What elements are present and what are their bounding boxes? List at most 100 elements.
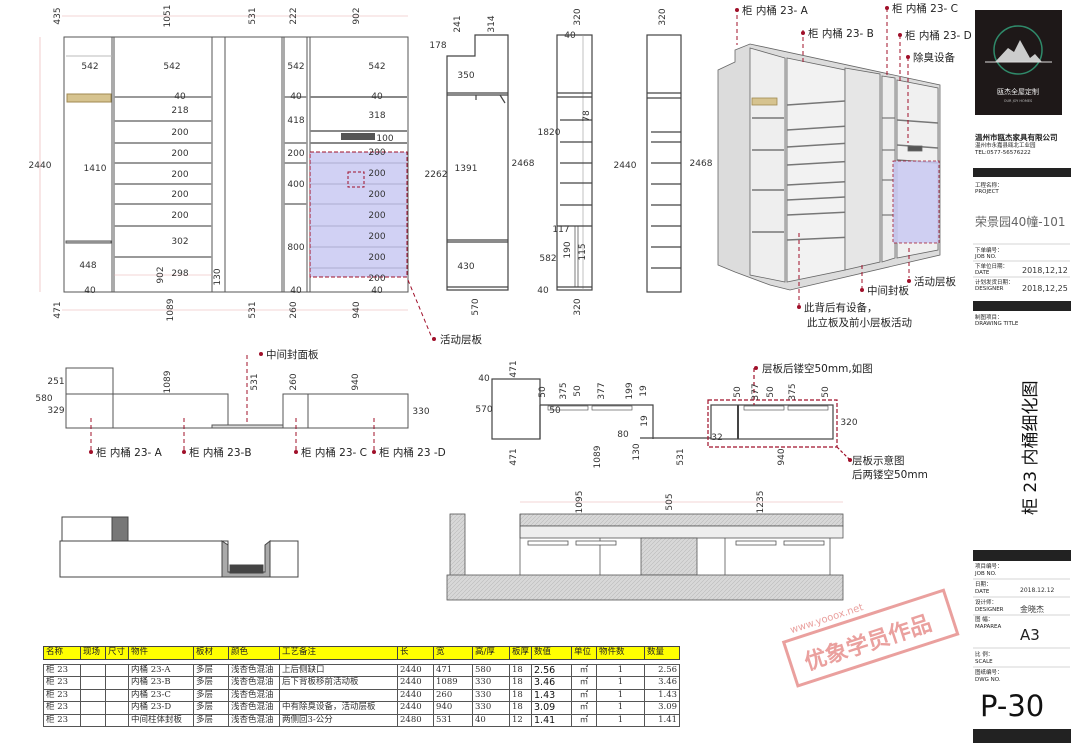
- dimension-label: 582: [539, 254, 556, 264]
- company-address: 温州市永嘉县瓯北工业园: [975, 141, 1036, 149]
- dimension-label: 377: [751, 383, 761, 400]
- svg-text:SCALE: SCALE: [975, 659, 993, 665]
- 3d-callout-label: 柜 内桶 23- C: [892, 2, 958, 15]
- dimension-label: 542: [368, 62, 385, 72]
- callout-dot: [898, 33, 902, 37]
- table-cell: 现场: [80, 646, 106, 660]
- side-elevation-2: [556, 34, 593, 291]
- table-cell: 浅杏色混油: [228, 701, 280, 715]
- table-cell: 多层: [193, 663, 229, 677]
- svg-text:图 幅：: 图 幅：: [975, 615, 993, 623]
- table-cell: ㎡: [571, 701, 598, 715]
- table-cell: 颜色: [228, 646, 280, 660]
- dimension-label: 80: [617, 430, 629, 440]
- svg-text:下单编号：: 下单编号：: [975, 246, 1003, 254]
- dimension-label: 542: [81, 62, 98, 72]
- dimension-label: 100: [376, 134, 393, 144]
- dimension-label: 200: [368, 253, 385, 263]
- dimension-label: 902: [352, 7, 362, 24]
- table-cell: 12: [508, 713, 533, 727]
- dimension-label: 40: [84, 286, 96, 296]
- table-cell: 物件: [128, 646, 194, 660]
- dimension-label: 505: [665, 493, 675, 510]
- table-cell: 3.09: [644, 701, 681, 715]
- table-cell: 柜 23: [43, 688, 81, 702]
- dimension-label: 251: [47, 377, 64, 387]
- callout-dot: [885, 6, 889, 10]
- cabinet-label: 柜 内桶 23-B: [189, 446, 252, 459]
- plan-view-2: [491, 368, 851, 461]
- dimension-label: 940: [352, 301, 362, 318]
- 3d-callouts: 柜 内桶 23- A柜 内桶 23- B柜 内桶 23- C柜 内桶 23- D…: [735, 2, 972, 329]
- dimension-label: 940: [777, 448, 787, 465]
- dimension-label: 318: [368, 111, 385, 121]
- svg-text:项目编号：: 项目编号：: [975, 562, 1003, 570]
- table-cell: [105, 663, 129, 677]
- svg-text:PROJECT: PROJECT: [975, 189, 999, 195]
- shelf-3d: [786, 160, 846, 166]
- table-cell: 580: [472, 663, 510, 677]
- table-cell: [105, 713, 129, 727]
- table-cell: 板厚: [508, 646, 533, 660]
- dimension-label: 1089: [593, 445, 603, 468]
- table-cell: [80, 688, 106, 702]
- dimension-label: 1410: [84, 164, 107, 174]
- table-cell: 2440: [397, 663, 434, 677]
- shelf-lines-b: [114, 96, 212, 276]
- table-cell: 高/厚: [472, 646, 510, 660]
- callout-label: 中间封面板: [266, 348, 319, 361]
- dimension-label: 329: [47, 406, 64, 416]
- dimension-label: 260: [289, 373, 299, 390]
- table-cell: [80, 701, 106, 715]
- dimension-label: 50: [538, 386, 548, 398]
- table-cell: 18: [508, 676, 533, 690]
- table-cell: 40: [472, 713, 510, 727]
- table-cell: 内桶 23-C: [128, 688, 194, 702]
- table-cell: [105, 688, 129, 702]
- dimension-label: 40: [537, 286, 549, 296]
- table-cell: [279, 688, 398, 702]
- shelf-3d: [896, 119, 939, 124]
- table-cell: ㎡: [571, 713, 598, 727]
- callout-dot: [259, 352, 263, 356]
- dimension-label: 40: [478, 374, 490, 384]
- 3d-callout-label: 柜 内桶 23- B: [808, 27, 874, 40]
- table-cell: 18: [508, 701, 533, 715]
- dimension-label: 570: [471, 298, 481, 315]
- dimension-label: 435: [53, 7, 63, 24]
- dimension-label: 418: [287, 116, 304, 126]
- table-cell: 1.43: [644, 688, 681, 702]
- table-cell: 浅杏色混油: [228, 688, 280, 702]
- svg-text:下单位日期：: 下单位日期：: [975, 262, 1008, 270]
- 3d-callout-label: 柜 内桶 23- A: [742, 4, 809, 17]
- shelf-3d: [786, 196, 846, 201]
- table-cell: 柜 23: [43, 701, 81, 715]
- cabinet-label: 柜 内桶 23- C: [301, 446, 367, 459]
- table-cell: 531: [433, 713, 473, 727]
- title-block: 瓯杰全屋定制 OUR JOY HOMES 温州市瓯杰家具有限公司 温州市永嘉县瓯…: [973, 10, 1071, 743]
- drawing-number: P-30: [980, 689, 1044, 723]
- dimension-label: 800: [287, 243, 304, 253]
- side-elevation-3: [646, 34, 682, 293]
- svg-text:日期：: 日期：: [975, 581, 992, 588]
- company-name: 温州市瓯杰家具有限公司: [975, 132, 1058, 142]
- dimension-label: 199: [625, 382, 635, 399]
- table-cell: 浅杏色混油: [228, 713, 280, 727]
- dimension-label: 375: [559, 382, 569, 399]
- table-cell: ㎡: [571, 663, 598, 677]
- dimension-label: 320: [840, 418, 857, 428]
- dimension-label: 218: [171, 106, 188, 116]
- svg-text:MAPAREA: MAPAREA: [975, 624, 1002, 630]
- table-cell: 物件数: [596, 646, 646, 660]
- dimension-label: 542: [163, 62, 180, 72]
- table-cell: 名称: [43, 646, 81, 660]
- dimension-label: 200: [287, 149, 304, 159]
- table-cell: 工艺备注: [279, 646, 398, 660]
